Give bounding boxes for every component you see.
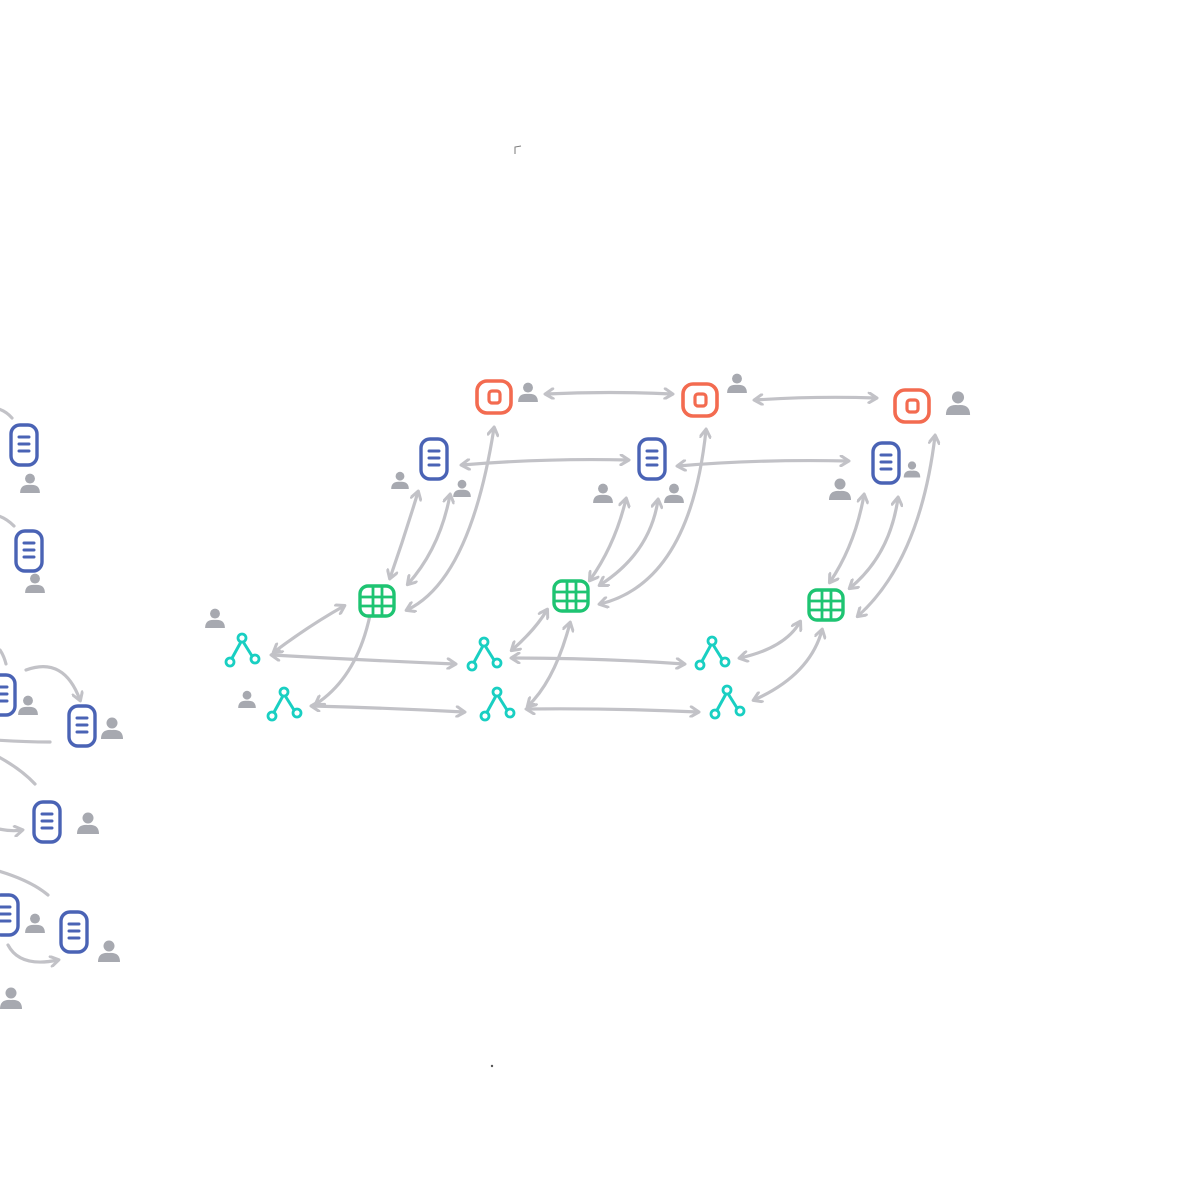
connector-tree-r1-2-3	[512, 658, 684, 664]
connector-tree-table-3a	[740, 622, 800, 658]
person-icon	[593, 483, 613, 503]
person-icon	[727, 373, 747, 393]
document-icon[interactable]	[67, 704, 97, 748]
connector-tree-table-2a	[512, 610, 547, 650]
person-icon	[518, 382, 538, 402]
connector-doc-table-3a	[830, 495, 864, 582]
document-icon[interactable]	[32, 800, 62, 844]
connector-left-h	[0, 869, 50, 897]
connector-doc-2-3	[678, 461, 848, 466]
person-icon	[77, 812, 99, 834]
person-icon	[98, 940, 120, 962]
node-layer	[0, 373, 971, 1009]
document-icon[interactable]	[0, 893, 20, 937]
connector-doc-table-1a	[390, 492, 418, 578]
document-icon[interactable]	[0, 673, 17, 717]
table-icon[interactable]	[807, 588, 845, 622]
connector-app-2-3	[755, 397, 876, 400]
branch-icon[interactable]	[266, 686, 303, 722]
connector-left-d	[24, 665, 80, 700]
connector-left-c	[0, 648, 8, 666]
connector-layer	[0, 393, 935, 963]
person-icon	[664, 483, 684, 503]
connector-tree-table-1a	[274, 606, 344, 652]
connector-doc-table-2b	[600, 500, 658, 585]
app-icon[interactable]	[475, 379, 513, 415]
connector-left-g	[0, 828, 22, 831]
connector-left-b	[0, 514, 16, 528]
app-icon[interactable]	[893, 388, 931, 424]
person-icon	[101, 717, 123, 739]
person-icon	[205, 608, 225, 628]
table-icon[interactable]	[358, 584, 396, 618]
connector-tree-r2-2-3	[527, 709, 698, 712]
app-icon[interactable]	[681, 382, 719, 418]
person-icon	[25, 573, 45, 593]
connector-table-app-1	[407, 428, 494, 610]
connector-tree-r1-1-2	[272, 655, 455, 664]
document-icon[interactable]	[14, 529, 44, 573]
document-icon[interactable]	[419, 437, 449, 481]
document-icon[interactable]	[637, 437, 667, 481]
person-icon	[0, 987, 22, 1009]
connector-tree-table-1b	[316, 605, 372, 704]
document-icon[interactable]	[9, 423, 39, 467]
connector-tree-table-3b	[754, 630, 822, 700]
person-icon	[945, 391, 971, 415]
branch-icon[interactable]	[694, 635, 731, 671]
branch-icon[interactable]	[466, 636, 503, 672]
connector-tree-table-2b	[528, 623, 570, 706]
document-icon[interactable]	[871, 441, 901, 485]
connector-table-app-3	[858, 436, 935, 616]
connector-table-app-2	[600, 430, 706, 604]
connector-left-f	[0, 755, 37, 786]
table-icon[interactable]	[552, 579, 590, 613]
branch-icon[interactable]	[224, 632, 261, 668]
branch-icon[interactable]	[709, 684, 746, 720]
connector-tree-r2-1-2	[312, 706, 464, 712]
person-icon	[18, 695, 38, 715]
person-icon	[25, 913, 45, 933]
corner-mark	[514, 145, 522, 154]
person-icon	[391, 471, 409, 489]
person-icon	[20, 473, 40, 493]
document-icon[interactable]	[59, 910, 89, 954]
person-icon	[238, 690, 256, 708]
connector-left-e	[0, 738, 52, 744]
connector-left-a	[0, 407, 14, 420]
connector-left-i	[6, 943, 58, 962]
connector-app-1-2	[546, 393, 672, 395]
dot-mark	[490, 1064, 494, 1068]
person-icon	[829, 478, 851, 500]
person-icon	[903, 461, 921, 478]
person-icon	[453, 479, 471, 497]
branch-icon[interactable]	[479, 686, 516, 722]
